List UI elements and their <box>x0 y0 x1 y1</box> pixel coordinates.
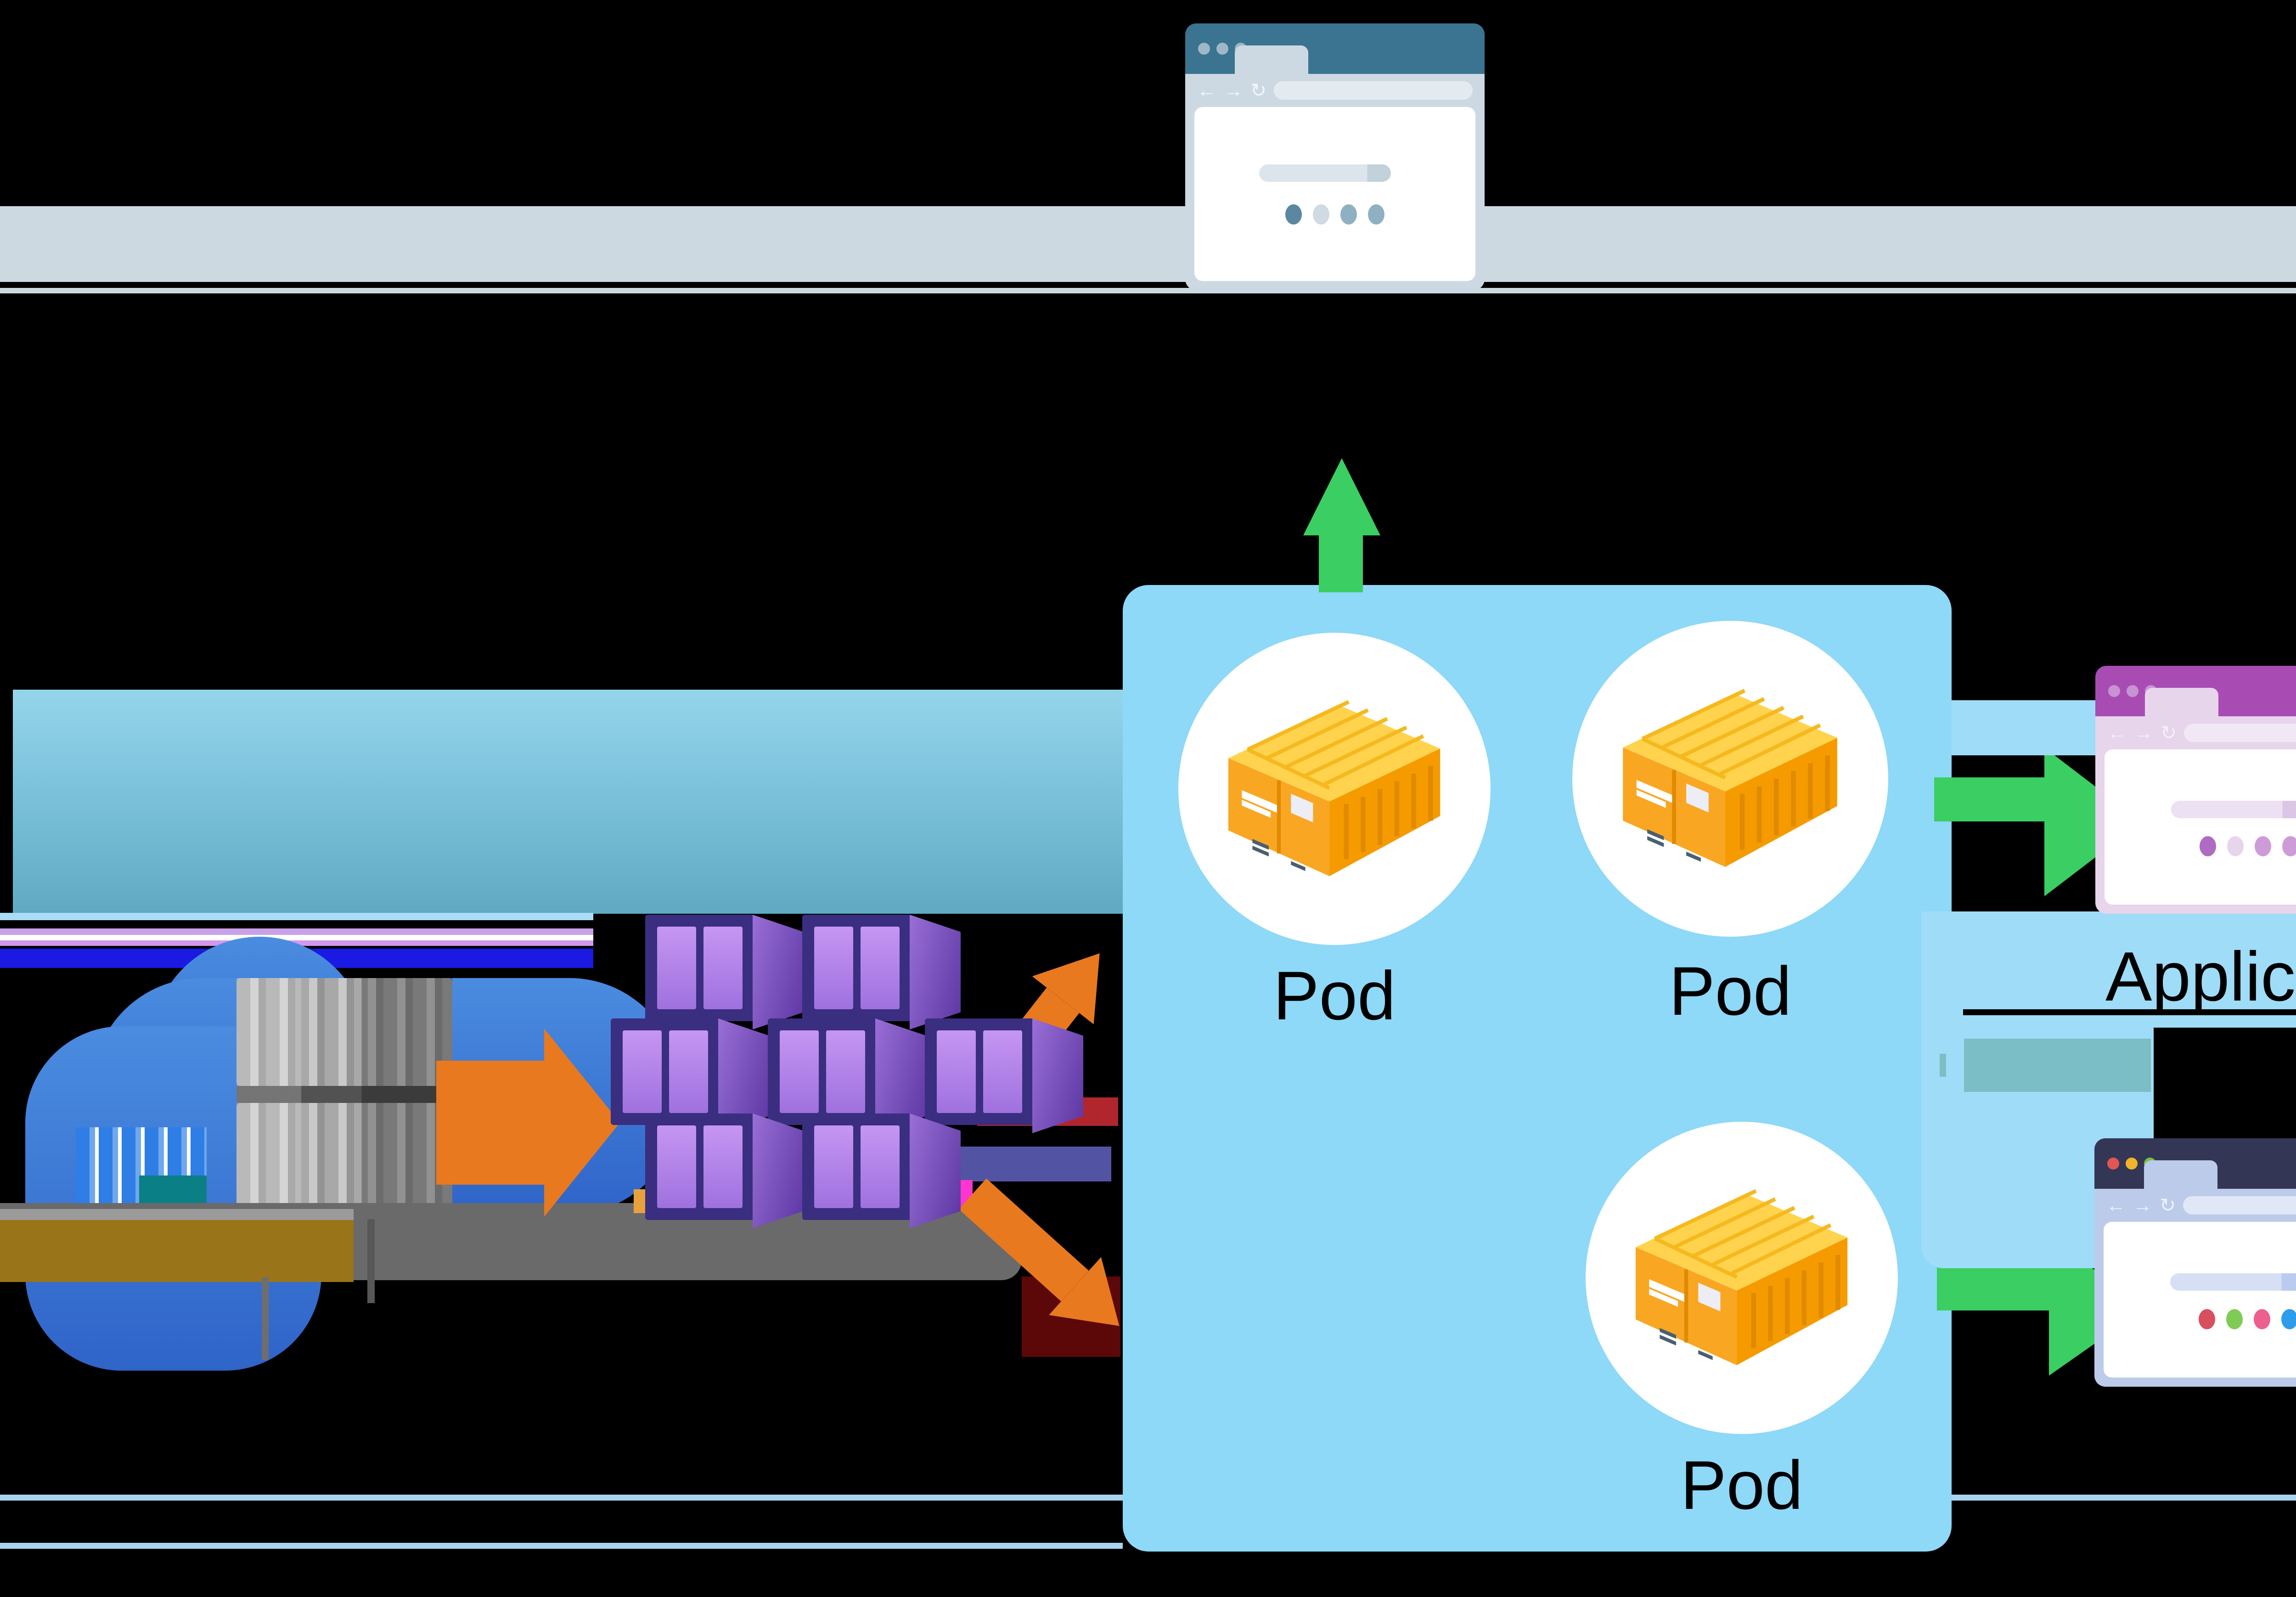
teal-fragment <box>1964 1039 2151 1092</box>
browser-title-bar <box>2095 666 2296 716</box>
arrow-head <box>544 1029 620 1217</box>
pod-container-icon <box>1636 1189 1848 1365</box>
browser-window-internet: ← → ↻ <box>1185 23 1485 290</box>
content-dots <box>2105 836 2296 857</box>
internet-band <box>0 206 2296 282</box>
back-icon: ← <box>2106 1194 2126 1216</box>
label-underline <box>1963 1009 2296 1015</box>
forward-icon: → <box>2133 1194 2152 1216</box>
browser-tab <box>1235 45 1308 74</box>
url-bar <box>1274 81 1473 100</box>
browser-window-app-1: ← → ↻ <box>2095 666 2296 914</box>
registry-box-top <box>236 978 452 1086</box>
browser-tab <box>2144 1160 2217 1189</box>
container-image-icon <box>645 1113 804 1228</box>
teal-panel <box>13 690 1123 914</box>
refresh-icon: ↻ <box>2160 1194 2176 1216</box>
olive-band <box>0 1220 354 1282</box>
pod-label: Pod <box>1680 1446 1803 1524</box>
back-icon: ← <box>2107 722 2127 743</box>
container-image-icon <box>802 915 961 1029</box>
pod-circle <box>1178 633 1491 945</box>
right-band-application <box>1921 911 2296 1028</box>
pod-circle <box>1572 621 1888 937</box>
container-image-icon <box>925 1018 1083 1133</box>
forward-icon: → <box>1224 79 1243 101</box>
url-bar <box>2183 1196 2296 1215</box>
traffic-arrow-up-head <box>1303 458 1380 535</box>
application-label: Application <box>2105 938 2296 1016</box>
browser-body <box>1185 107 1485 290</box>
content-progress-line <box>1259 164 1391 182</box>
content-dots <box>2104 1309 2296 1329</box>
url-bar <box>2184 724 2296 742</box>
traffic-arrow-up-body <box>1319 533 1363 592</box>
pod-circle <box>1586 1122 1898 1434</box>
browser-content <box>2104 1222 2296 1378</box>
registry-shading <box>236 978 452 1217</box>
browser-nav-bar: ← → ↻ <box>2095 716 2296 749</box>
browser-nav-bar: ← → ↻ <box>2094 1189 2296 1222</box>
refresh-icon: ↻ <box>1250 79 1267 101</box>
browser-tab <box>2145 688 2218 716</box>
registry-divider <box>236 1086 452 1103</box>
refresh-icon: ↻ <box>2161 722 2177 743</box>
pod-container-icon <box>1623 689 1838 867</box>
pointer-line-1 <box>367 1219 375 1303</box>
stripe-fragment-lavender <box>0 928 593 935</box>
content-dots <box>1194 204 1475 225</box>
container-image-icon <box>802 1113 961 1228</box>
content-progress-line <box>2170 1273 2296 1291</box>
browser-content <box>1194 107 1475 281</box>
browser-nav-bar: ← → ↻ <box>1185 74 1485 107</box>
traffic-arrow-right-top-body <box>1934 777 2045 821</box>
browser-title-bar <box>1185 23 1485 74</box>
pod-label: Pod <box>1669 952 1792 1029</box>
browser-body <box>2095 749 2296 914</box>
internet-band-line <box>0 288 2296 293</box>
browser-body <box>2094 1222 2296 1387</box>
teal-fragment-sliver <box>1940 1054 1946 1077</box>
deploy-arrow-right-icon <box>436 1029 620 1217</box>
forward-icon: → <box>2134 722 2153 743</box>
pod-container-icon <box>1228 700 1441 876</box>
container-registry-icon <box>236 978 452 1217</box>
content-progress-line <box>2171 800 2296 818</box>
traffic-arrow-right-bottom-body <box>1937 1266 2050 1310</box>
pod-label: Pod <box>1273 957 1396 1034</box>
browser-window-app-2: ← → ↻ <box>2094 1138 2296 1387</box>
arrow-body <box>958 1178 1089 1302</box>
browser-title-bar <box>2094 1138 2296 1189</box>
registry-box-bottom <box>236 1103 452 1217</box>
container-image-icon <box>645 915 804 1029</box>
lightgray-strip <box>0 1209 354 1220</box>
browser-content <box>2105 749 2296 905</box>
stripe-fragment-white <box>0 935 593 940</box>
back-icon: ← <box>1197 79 1216 101</box>
bottom-line-2 <box>0 1543 1123 1549</box>
stripe-fragment-lightblue <box>0 913 593 920</box>
arrow-body <box>436 1061 544 1185</box>
pointer-line-2 <box>262 1277 269 1360</box>
